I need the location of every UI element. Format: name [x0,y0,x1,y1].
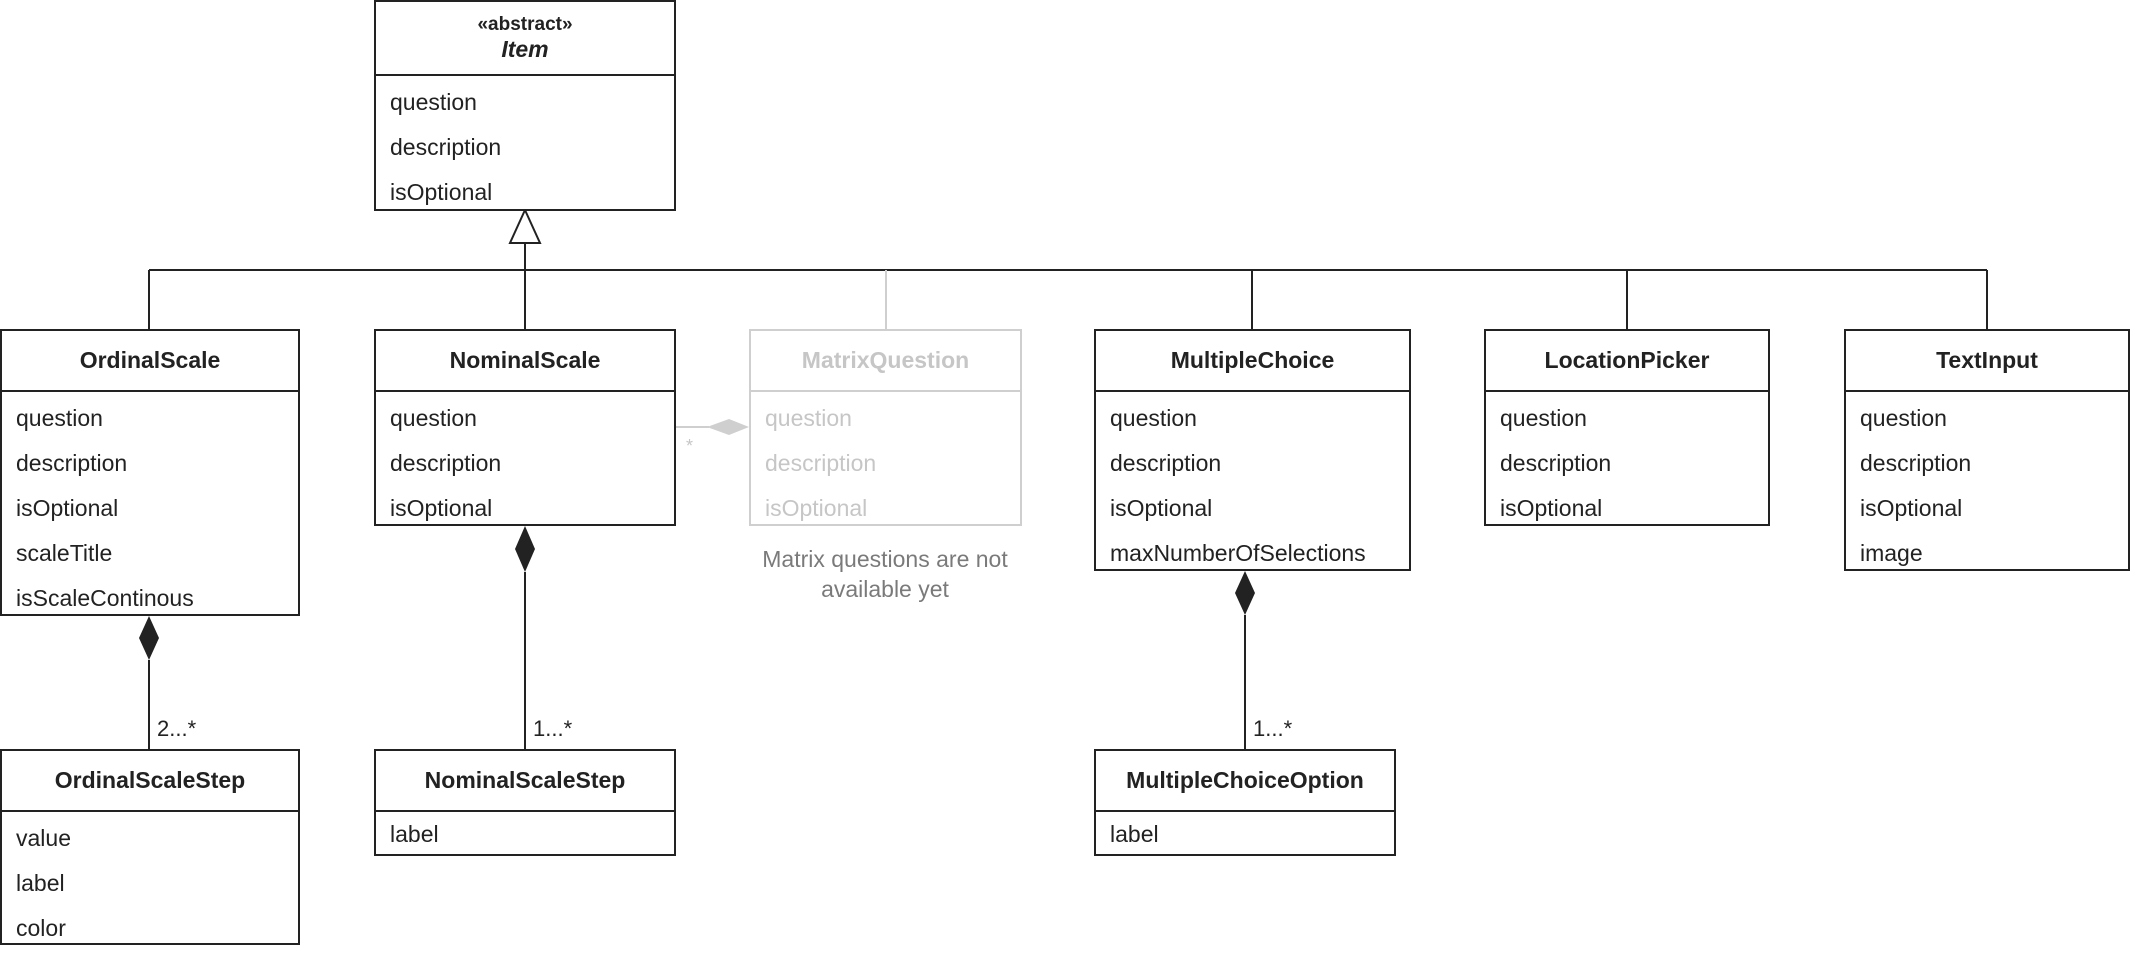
class-ordinal-scale: OrdinalScale question description isOpti… [0,329,300,616]
attribute: question [1110,405,1197,431]
attribute-list: question description isOptional scaleTit… [2,392,298,629]
attribute: isOptional [1860,495,1963,521]
class-nominal-scale-header: NominalScale [376,331,674,392]
generalization-arrowhead [508,207,542,244]
class-nominal-scale-step-header: NominalScaleStep [376,751,674,812]
class-name: NominalScaleStep [424,767,626,793]
attribute: isOptional [16,495,119,521]
attribute: scaleTitle [16,540,113,566]
class-ordinal-scale-step-header: OrdinalScaleStep [2,751,298,812]
class-matrix-question-header: MatrixQuestion [751,331,1020,392]
attribute: question [1860,405,1947,431]
attribute: question [16,405,103,431]
class-text-input-header: TextInput [1846,331,2128,392]
attribute: label [390,821,439,847]
attribute: description [1110,450,1222,476]
class-multiple-choice-option: MultipleChoiceOption label [1094,749,1396,856]
class-name: NominalScale [449,347,601,373]
class-multiple-choice-option-header: MultipleChoiceOption [1096,751,1394,812]
attribute: isOptional [390,495,493,521]
attribute: description [390,450,502,476]
multiplicity-label: 1...* [533,716,573,741]
class-text-input: TextInput question description isOptiona… [1844,329,2130,571]
class-ordinal-scale-step: OrdinalScaleStep value label color [0,749,300,945]
attribute-list: question description isOptional image [1846,392,2128,584]
attribute-list: question description isOptional [1486,392,1768,539]
attribute-list: value label color [2,812,298,959]
attribute: description [1860,450,1972,476]
attribute: label [1110,821,1159,847]
multiplicity-label: * [686,436,694,456]
matrix-unavailable-note: Matrix questions are not available yet [762,546,1008,602]
attribute: isOptional [390,179,493,205]
attribute: isOptional [765,495,868,521]
composition-diamond [515,526,535,572]
attribute: description [16,450,128,476]
attribute: value [16,825,71,851]
attribute: isScaleContinous [16,585,194,611]
class-name: MultipleChoiceOption [1126,767,1364,793]
attribute-list: question description isOptional [376,392,674,539]
attribute-list: question description isOptional [751,392,1020,539]
class-name: LocationPicker [1544,347,1710,373]
class-nominal-scale-step: NominalScaleStep label [374,749,676,856]
attribute: maxNumberOfSelections [1110,540,1366,566]
attribute: image [1860,540,1923,566]
multiplicity-label: 2...* [157,716,197,741]
attribute-list: question description isOptional maxNumbe… [1096,392,1409,584]
attribute: question [765,405,852,431]
attribute: question [1500,405,1587,431]
attribute: isOptional [1500,495,1603,521]
class-name: TextInput [1936,347,2038,373]
class-matrix-question: MatrixQuestion question description isOp… [749,329,1022,526]
composition-diamond [139,616,159,660]
class-name: MatrixQuestion [801,347,970,373]
composition-diamond [1235,571,1255,615]
class-item-header: «abstract» Item [376,2,674,76]
attribute: color [16,915,66,941]
class-location-picker: LocationPicker question description isOp… [1484,329,1770,526]
attribute-list: label [1096,812,1394,865]
class-nominal-scale: NominalScale question description isOpti… [374,329,676,526]
class-item: «abstract» Item question description isO… [374,0,676,211]
attribute: description [1500,450,1612,476]
attribute: question [390,89,477,115]
stereotype-label: «abstract» [477,14,573,35]
attribute: description [765,450,877,476]
class-name: MultipleChoice [1170,347,1335,373]
class-name: Item [501,36,549,62]
multiplicity-label: 1...* [1253,716,1293,741]
class-multiple-choice: MultipleChoice question description isOp… [1094,329,1411,571]
attribute-list: question description isOptional [376,76,674,223]
class-ordinal-scale-header: OrdinalScale [2,331,298,392]
composition-diamond-faded [707,419,749,435]
attribute: isOptional [1110,495,1213,521]
attribute: question [390,405,477,431]
class-name: OrdinalScaleStep [54,767,246,793]
class-multiple-choice-header: MultipleChoice [1096,331,1409,392]
class-location-picker-header: LocationPicker [1486,331,1768,392]
class-name: OrdinalScale [79,347,221,373]
attribute: description [390,134,502,160]
attribute: label [16,870,65,896]
attribute-list: label [376,812,674,865]
